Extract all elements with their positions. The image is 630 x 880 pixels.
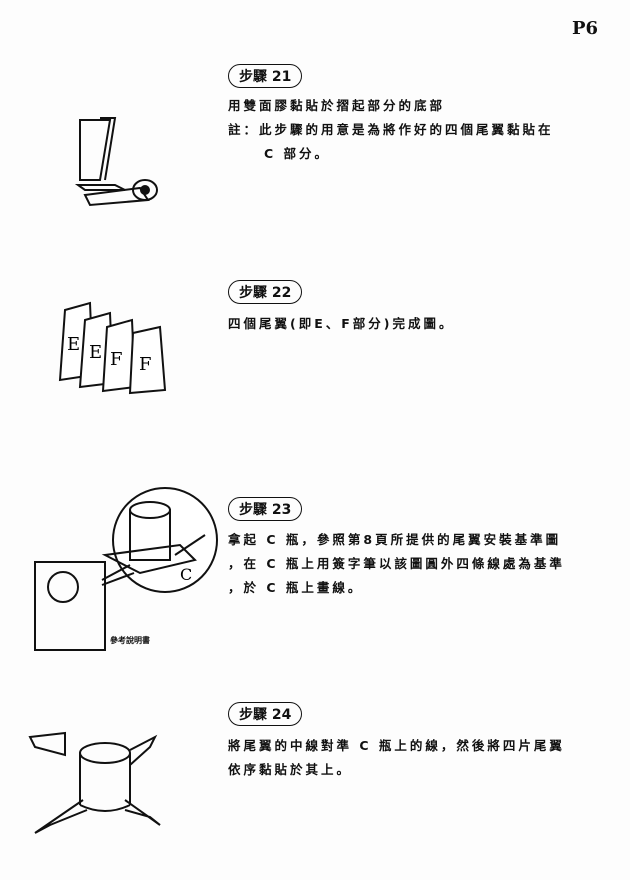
- fin-with-tape-illustration: [74, 117, 158, 207]
- bottle-letter: C: [180, 565, 192, 584]
- fin-letter: F: [139, 354, 152, 375]
- text-line: 註：此步驟的用意是為將作好的四個尾翼黏貼在: [228, 122, 554, 137]
- text-line: 將尾翼的中線對準 C 瓶上的線，然後將四片尾翼: [228, 738, 565, 753]
- text-line: 拿起 C 瓶，參照第8頁所提供的尾翼安裝基準圖: [228, 532, 562, 547]
- fin-letter: F: [110, 349, 123, 370]
- step-23-text: 拿起 C 瓶，參照第8頁所提供的尾翼安裝基準圖 ，在 C 瓶上用簽字筆以該圖圓外…: [228, 528, 565, 600]
- step-24-text: 將尾翼的中線對準 C 瓶上的線，然後將四片尾翼 依序黏貼於其上。: [228, 734, 565, 782]
- text-line: ，於 C 瓶上畫線。: [228, 580, 364, 595]
- step-22-text: 四個尾翼(即E、F部分)完成圖。: [228, 316, 455, 331]
- step-23-badge: 步驟 23: [228, 497, 303, 521]
- four-fins-illustration: E E F F: [58, 301, 167, 395]
- step-24-badge: 步驟 24: [228, 702, 303, 726]
- page-number: P6: [572, 18, 599, 39]
- text-line: 用雙面膠黏貼於摺起部分的底部: [228, 98, 446, 113]
- manual-label: 參考說明書: [110, 636, 150, 645]
- text-line: C 部分。: [264, 146, 331, 161]
- step-21-text: 用雙面膠黏貼於摺起部分的底部 註：此步驟的用意是為將作好的四個尾翼黏貼在 C 部…: [228, 94, 554, 166]
- text-line: ，在 C 瓶上用簽字筆以該圖圓外四條線處為基準: [228, 556, 565, 571]
- text-line: 依序黏貼於其上。: [228, 762, 353, 777]
- step-21-badge: 步驟 21: [228, 64, 303, 88]
- fin-attachment-illustration: [28, 731, 161, 834]
- bottle-marking-illustration: C: [34, 487, 218, 651]
- fin-letter: E: [89, 342, 102, 363]
- step-22-badge: 步驟 22: [228, 280, 303, 304]
- fin-letter: E: [67, 334, 80, 355]
